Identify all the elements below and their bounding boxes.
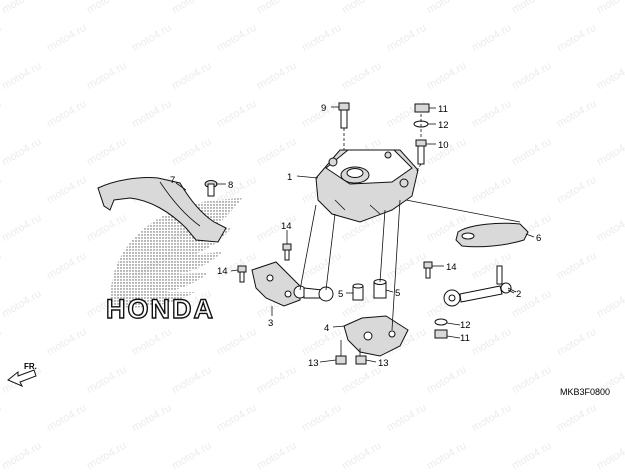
link-arm	[293, 285, 334, 302]
part-11-nut-top	[414, 103, 430, 113]
part-5-bushing-right	[373, 279, 387, 299]
part-12-washer-right	[434, 318, 448, 326]
diagram-code: MKB3F0800	[560, 387, 610, 397]
part-14-bolt-c	[423, 261, 433, 279]
forward-arrow-icon	[7, 369, 37, 387]
callout-5-left: 5	[338, 289, 343, 300]
callout-8: 8	[228, 180, 233, 191]
part-11-nut-right	[434, 329, 448, 339]
callout-11-top: 11	[438, 104, 448, 115]
part-13-nut-b	[355, 355, 367, 365]
callout-13-right: 13	[378, 358, 389, 369]
callout-7: 7	[170, 175, 175, 186]
callout-2: 2	[516, 289, 521, 300]
leader-lines	[175, 106, 535, 363]
callout-11-right: 11	[460, 333, 470, 344]
callout-13-left: 13	[308, 358, 319, 369]
callout-1: 1	[287, 172, 292, 183]
direction-label: FR.	[24, 362, 37, 371]
part-8-bolt	[204, 180, 218, 197]
callout-10: 10	[438, 140, 449, 151]
callout-14-top: 14	[281, 221, 292, 232]
part-14-bolt-b	[237, 265, 247, 283]
honda-wordmark: HONDA	[106, 294, 215, 324]
part-1-steering-damper	[315, 149, 419, 223]
part-4-bracket	[343, 315, 409, 357]
callout-6: 6	[536, 233, 541, 244]
callout-14-left: 14	[217, 266, 228, 277]
part-3-bracket	[251, 261, 301, 307]
callout-5-right: 5	[395, 288, 400, 299]
callout-12-right: 12	[460, 320, 471, 331]
part-14-bolt-a	[282, 243, 292, 261]
part-2-tie-rod	[443, 265, 512, 307]
callout-9: 9	[321, 103, 326, 114]
callout-4: 4	[324, 323, 329, 334]
callout-12-top: 12	[438, 120, 449, 131]
callout-14-right: 14	[446, 262, 457, 273]
part-10-bolt	[415, 139, 427, 165]
callout-3: 3	[268, 318, 273, 329]
part-7-bracket	[97, 177, 227, 243]
part-9-bolt	[338, 102, 350, 129]
part-5-bushing-left	[352, 283, 364, 301]
part-6-cover	[455, 222, 529, 248]
part-13-nut-a	[335, 355, 347, 365]
